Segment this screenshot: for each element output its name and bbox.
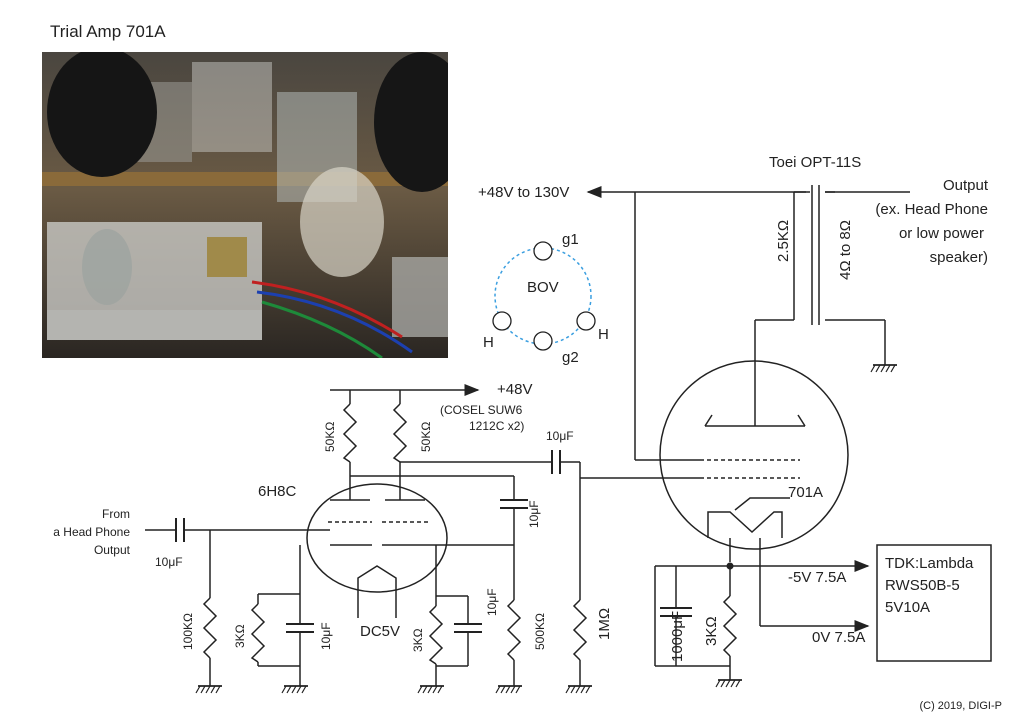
driver-supply-rail [330, 384, 581, 600]
base-outline [494, 247, 592, 345]
pin-g1 [533, 241, 553, 261]
rail-neg-label: -5V 7.5A [788, 569, 846, 586]
ground-icon [870, 364, 898, 373]
driver-tube-label: 6H8C [258, 483, 297, 500]
r-grid-power-label: 1MΩ [596, 608, 613, 640]
r-cathode-1-label: 3KΩ [233, 624, 247, 648]
psu-box [876, 544, 992, 662]
pin-h-left-label: H [483, 334, 494, 351]
amplifier-photo [42, 52, 448, 358]
hv-supply-label: +48V to 130V [478, 184, 569, 201]
output-label: Output [943, 177, 989, 194]
tube-base-diagram [492, 241, 596, 351]
r-plate-2-label: 50KΩ [419, 422, 433, 452]
pin-h-left [492, 311, 512, 331]
power-grid-wiring [572, 477, 700, 686]
supply-48-label: +48V [497, 381, 532, 398]
cathode-1-network [250, 590, 314, 686]
page-title: Trial Amp 701A [50, 22, 166, 41]
c-coupling-label: 10μF [546, 429, 574, 443]
ground-icon [195, 685, 223, 694]
ground-icon [281, 685, 309, 694]
filament-circuit [654, 538, 870, 680]
rail-zero-label: 0V 7.5A [812, 629, 865, 646]
input-circuit [145, 518, 330, 686]
c-input-label: 10μF [155, 555, 183, 569]
base-name: BOV [527, 279, 559, 296]
output-desc-3: speaker) [930, 249, 988, 266]
heater-label: DC5V [360, 623, 400, 640]
c-cathode-1-label: 10μF [319, 622, 333, 650]
ground-icon [495, 685, 523, 694]
pin-g2-label: g2 [562, 349, 579, 366]
input-label-3: Output [94, 543, 131, 557]
hv-supply-line [586, 186, 810, 461]
r-cathode-2-label: 3KΩ [411, 628, 425, 652]
r-plate-1-label: 50KΩ [323, 422, 337, 452]
cosel-label-2: 1212C x2) [469, 419, 524, 433]
pin-g2 [533, 331, 553, 351]
psu-line-2: RWS50B-5 [885, 577, 960, 594]
ground-icon [715, 679, 743, 688]
cosel-label-1: (COSEL SUW6 [440, 403, 523, 417]
psu-line-1: TDK:Lambda [885, 555, 974, 572]
r-filament-label: 3KΩ [703, 616, 720, 646]
output-desc-1: (ex. Head Phone [875, 201, 988, 218]
driver-tube [299, 483, 448, 596]
psu-line-3: 5V10A [885, 599, 930, 616]
c-cathode-2-label: 10μF [485, 588, 499, 616]
pin-h-right [576, 311, 596, 331]
output-desc-2: or low power [899, 225, 984, 242]
primary-impedance-label: 2.5KΩ [775, 220, 792, 262]
ground-icon [565, 685, 593, 694]
pin-g1-label: g1 [562, 231, 579, 248]
r-out-network [428, 544, 522, 686]
opt-label: Toei OPT-11S [769, 154, 861, 171]
copyright: (C) 2019, DIGI-P [919, 700, 1002, 712]
r-grid-in-label: 100KΩ [181, 613, 195, 650]
output-transformer [754, 185, 910, 400]
pin-h-right-label: H [598, 326, 609, 343]
c-bypass-top-label: 10μF [527, 500, 541, 528]
power-tube [659, 360, 849, 550]
ground-icon [417, 685, 445, 694]
power-tube-label: 701A [788, 484, 823, 501]
amplifier-photo-image [42, 52, 448, 358]
input-label-1: From [102, 507, 130, 521]
r-out-label: 500KΩ [533, 613, 547, 650]
c-filament-label: 1000μF [669, 611, 686, 662]
input-label-2: a Head Phone [53, 525, 130, 539]
secondary-impedance-label: 4Ω to 8Ω [837, 220, 854, 280]
cathode-2-network [428, 590, 482, 686]
